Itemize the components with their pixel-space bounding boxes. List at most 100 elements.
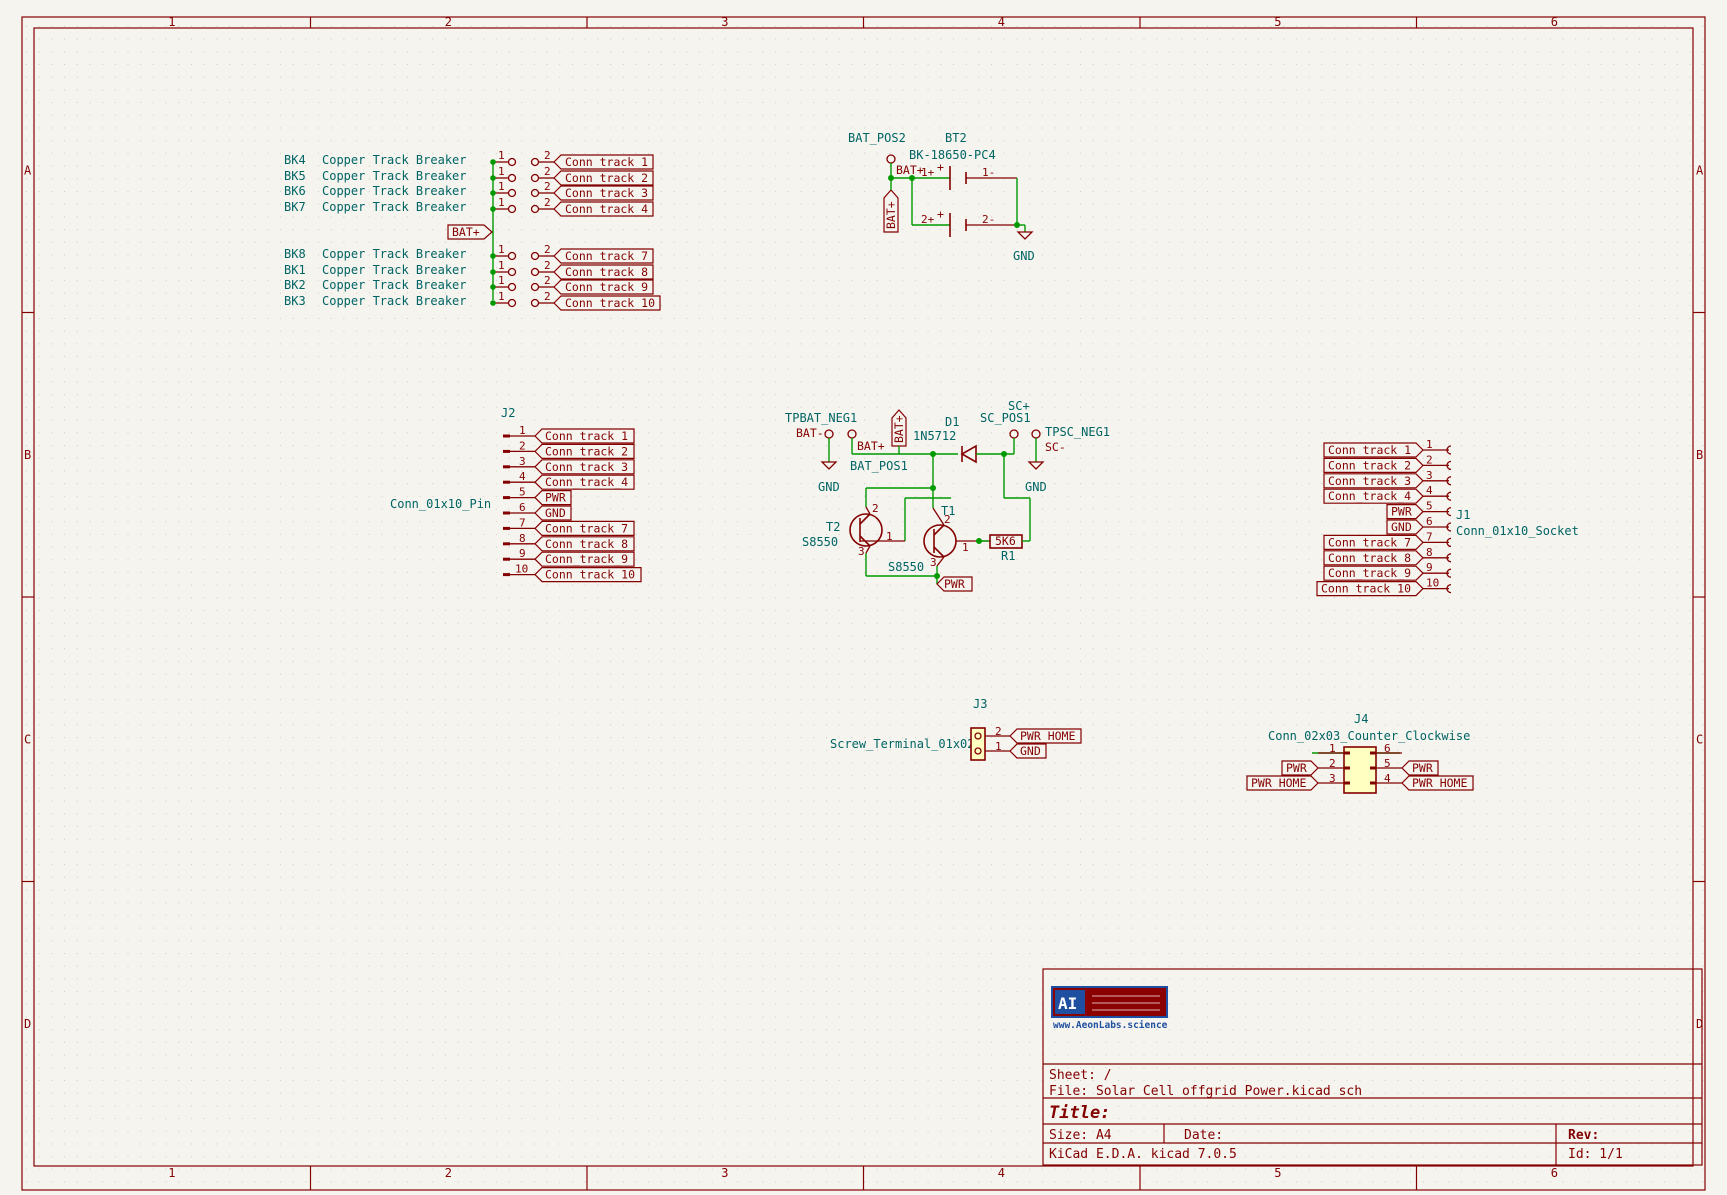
t1-emitter-leg [933,524,945,536]
j1-pin-number: 2 [1426,453,1433,466]
net-label: Conn_track_3 [1328,474,1411,488]
breaker-bus-label: BAT+ [452,225,480,239]
breaker-pad-icon[interactable] [507,267,517,277]
net-label: Conn_track_1 [545,429,628,443]
net-label-shape [534,459,635,475]
j3-pin-number: 1 [995,740,1002,753]
breaker-pad-icon[interactable] [530,251,540,261]
title-block: AI www.AeonLabs.science Sheet: / File: S… [1042,968,1703,1166]
t2-pnum2: 2 [872,502,879,515]
breaker-pad-icon[interactable] [507,157,517,167]
net-label-shape [1316,580,1424,597]
j4-pin-number: 6 [1384,742,1391,755]
breaker-pad-icon[interactable] [530,204,540,214]
breaker-value: Copper Track Breaker [322,247,467,261]
logo-mark-text: AI [1058,994,1077,1013]
junction-dot [490,159,496,165]
net-label: PWR_HOME [1251,776,1306,790]
breaker-pin1-number: 1 [498,259,505,272]
gnd-symbol-icon [1027,461,1045,470]
breaker-value: Copper Track Breaker [322,184,467,198]
breaker-value: Copper Track Breaker [322,263,467,277]
frame-row-label: C [24,732,31,746]
frame-column-label: 5 [1274,15,1281,29]
net-label-shape [553,248,654,264]
j2-pin-number: 8 [519,532,526,545]
breaker-pad-icon[interactable] [507,188,517,198]
frame-row-label: B [1696,448,1703,462]
bt2-plus2: + [937,207,944,221]
breaker-pin1-number: 1 [498,149,505,162]
junction-dot [490,175,496,181]
gnd-left-label: GND [818,480,840,494]
breaker-pad-icon[interactable] [530,157,540,167]
j4-body [1343,746,1377,794]
frame-column-label: 3 [721,15,728,29]
j4-pin-stub [1344,781,1350,785]
j1-pin-number: 5 [1426,500,1433,513]
j4-pin-number: 3 [1329,772,1336,785]
j2-pin-number: 9 [519,547,526,560]
j2-pin-stub [503,434,510,438]
t1-value: S8550 [888,560,924,574]
net-label-shape [534,566,642,583]
net-label: PWR [1412,761,1433,775]
net-label: Conn_track_7 [1328,535,1411,549]
net-label: Conn_track_4 [565,202,648,216]
breaker-pad-icon[interactable] [507,251,517,261]
breaker-pad-icon[interactable] [507,173,517,183]
net-label: GND [1020,744,1041,758]
breaker-ref: BK1 [284,263,306,277]
net-label: Conn_track_3 [565,186,648,200]
j1-pin-number: 1 [1426,438,1433,451]
net-label-shape [534,428,635,444]
net-label-shape [1323,442,1424,458]
j2-pin-number: 3 [519,455,526,468]
breaker-pin2-number: 2 [544,165,551,178]
net-label: Conn_track_1 [565,155,648,169]
breaker-pin2-number: 2 [544,274,551,287]
breaker-pad-icon[interactable] [530,282,540,292]
net-label-shape [553,201,654,217]
breaker-pad-icon[interactable] [530,267,540,277]
net-label: Conn_track_9 [1328,566,1411,580]
frame-column-label: 1 [168,1166,175,1180]
j2-pin-number: 4 [519,470,526,483]
net-label: Conn_track_10 [1321,582,1411,596]
tpbat-neg-ref: TPBAT_NEG1 [785,411,857,425]
j2-pin-number: 7 [519,516,526,529]
t2-pin3 [865,545,871,554]
breaker-pin1-number: 1 [498,243,505,256]
t1-pnum2: 2 [944,513,951,526]
j2-pin-number: 5 [519,486,526,499]
junction-dot [976,538,982,544]
j4-pin-number: 2 [1329,757,1336,770]
j2-pin-stub [503,526,510,530]
breaker-pad-icon[interactable] [530,298,540,308]
t2-emitter-leg [859,513,871,525]
j1-pin-rows: 1Conn_track_12Conn_track_23Conn_track_34… [1316,438,1452,597]
breaker-pad-icon[interactable] [507,298,517,308]
power-switch-circuit: TPBAT_NEG1 BAT- GND BAT+ BAT_POS1 BAT+ D… [785,399,1110,592]
breaker-pin1-number: 1 [498,196,505,209]
bat-pos1-ref: BAT_POS1 [850,459,908,473]
net-label-shape [553,279,654,295]
net-label-shape [553,264,654,280]
breaker-pad-icon[interactable] [530,188,540,198]
net-label-shape [1401,775,1474,791]
bt2-vertical-label: BAT+ [884,201,898,229]
j2-ref: J2 [501,406,515,420]
net-label-shape [553,185,654,201]
j2-pin-number: 2 [519,439,526,452]
j2-pin-stub [503,449,510,453]
breaker-pin2-number: 2 [544,149,551,162]
d1-ref: D1 [945,415,959,429]
j4-value: Conn_02x03_Counter_Clockwise [1268,729,1470,743]
net-label-shape [534,490,572,506]
j2-pin-stub [503,573,510,577]
breaker-pad-icon[interactable] [507,204,517,214]
breaker-pad-icon[interactable] [507,282,517,292]
breaker-pad-icon[interactable] [530,173,540,183]
